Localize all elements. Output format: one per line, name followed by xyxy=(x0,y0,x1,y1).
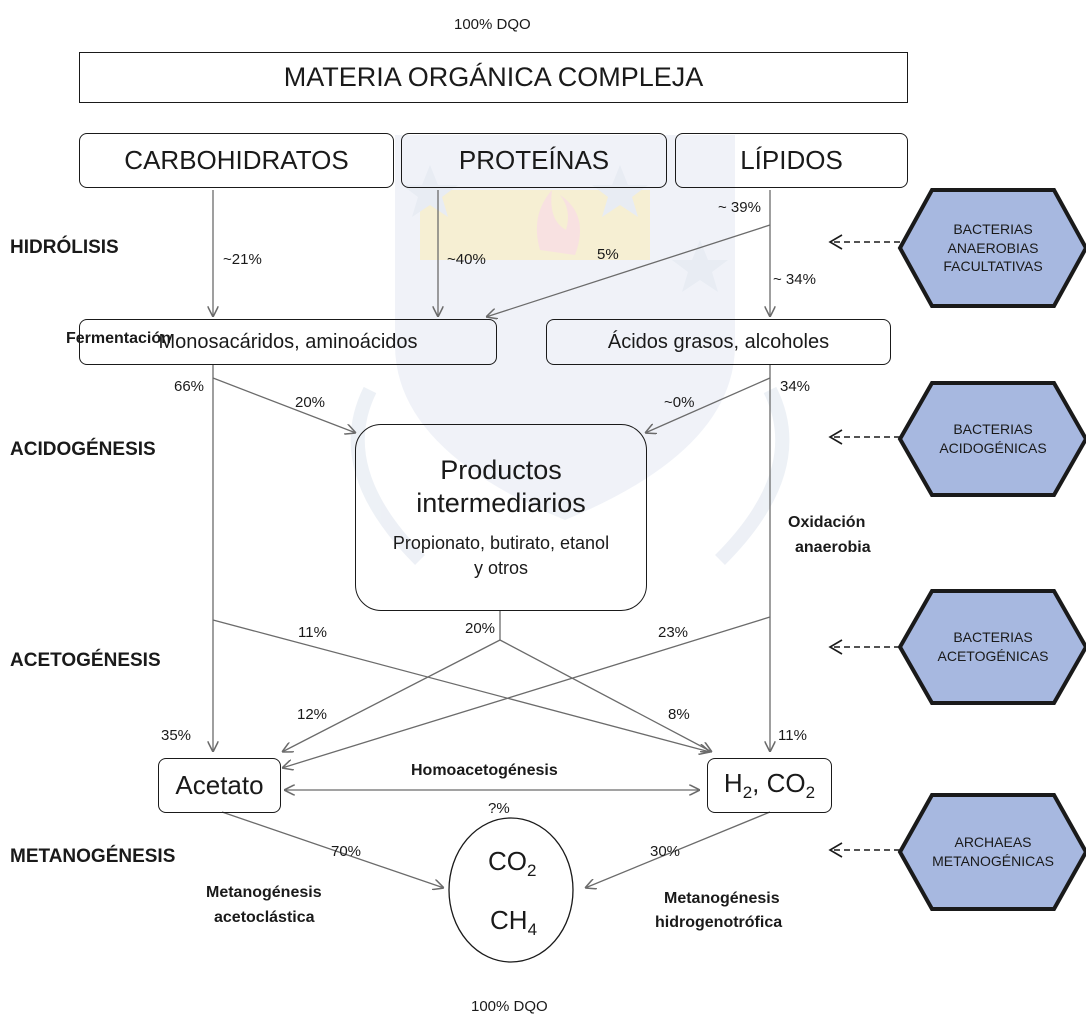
biogas-ch4-subscript: 4 xyxy=(527,920,538,940)
arrow-acet-meth xyxy=(221,811,444,888)
fermentacion-label: Fermentación xyxy=(66,330,171,347)
monosacaridos-box: Monosacáridos, aminoácidos xyxy=(79,319,497,365)
materia-organica-label: MATERIA ORGÁNICA COMPLEJA xyxy=(283,62,704,92)
pct-mono-h2: 11% xyxy=(298,624,327,641)
biogas-ch4: CH4 xyxy=(490,905,537,940)
carbohidratos-box: CARBOHIDRATOS xyxy=(79,133,394,188)
organism-hidrolisis-line2: ANAEROBIAS xyxy=(947,239,1039,256)
stage-acidogenesis: ACIDOGÉNESIS xyxy=(10,439,156,460)
lipidos-box: LÍPIDOS xyxy=(675,133,908,188)
hidrogenotrofica-line1: Metanogénesis xyxy=(664,890,780,907)
h2-subscript: 2 xyxy=(742,783,753,803)
pct-acid-h2: 11% xyxy=(778,727,807,744)
stage-metanogenesis: METANOGÉNESIS xyxy=(10,846,176,867)
pct-mono-out: 66% xyxy=(174,378,205,395)
pct-prod-acetato: 12% xyxy=(297,706,328,723)
pct-prod-out: 20% xyxy=(465,620,496,637)
organism-hidrolisis-line1: BACTERIAS xyxy=(953,220,1033,237)
top-dqo-label: 100% DQO xyxy=(454,16,531,33)
acetoclastica-line2: acetoclástica xyxy=(214,909,315,926)
arrow-prod-acetato xyxy=(282,639,501,752)
h2-symbol: H xyxy=(723,767,743,798)
proteinas-box: PROTEÍNAS xyxy=(401,133,667,188)
organism-acetogenesis: BACTERIAS ACETOGÉNICAS xyxy=(905,597,1081,697)
stage-acetogenesis: ACETOGÉNESIS xyxy=(10,650,161,671)
arrow-prod-h2 xyxy=(499,639,712,752)
h2-co2-box: H2, CO2 xyxy=(707,758,832,813)
oxidacion-line2: anaerobia xyxy=(795,539,871,556)
pct-lip-acid: ~ 34% xyxy=(773,271,816,288)
biogas-ch4-symbol: CH xyxy=(490,905,528,935)
organism-hidrolisis: BACTERIAS ANAEROBIAS FACULTATIVAS xyxy=(905,196,1081,300)
pct-lip-mono: 5% xyxy=(597,246,619,263)
pct-acid-prod: ~0% xyxy=(664,394,695,411)
organism-acidogenesis-line2: ACIDOGÉNICAS xyxy=(939,440,1047,456)
hexagon-hidrolisis xyxy=(897,188,1086,308)
co2-subscript: 2 xyxy=(805,783,816,803)
hidrogenotrofica-line2: hidrogenotrófica xyxy=(655,914,783,931)
co2-symbol: , CO xyxy=(752,767,806,798)
stage-hidrolisis: HIDRÓLISIS xyxy=(10,237,119,258)
biogas-co2-subscript: 2 xyxy=(527,861,537,881)
hexagon-acetogenesis xyxy=(897,589,1086,705)
pct-mono-acetato: 35% xyxy=(161,727,192,744)
biogas-circle xyxy=(448,817,574,963)
arrow-mono-h2 xyxy=(212,619,710,752)
acidos-grasos-box: Ácidos grasos, alcoholes xyxy=(546,319,891,365)
bottom-dqo-label: 100% DQO xyxy=(471,998,548,1015)
acidos-grasos-label: Ácidos grasos, alcoholes xyxy=(607,330,830,353)
organism-acidogenesis: BACTERIAS ACIDOGÉNICAS xyxy=(905,389,1081,489)
oxidacion-line1: Oxidación xyxy=(788,514,866,531)
arrow-h2-meth xyxy=(585,811,771,888)
lipidos-label: LÍPIDOS xyxy=(740,145,843,175)
pct-acid-acetato: 23% xyxy=(658,624,689,641)
hexagon-acidogenesis xyxy=(897,381,1086,497)
pct-acid-out: 34% xyxy=(780,378,811,395)
arrow-acid-prod xyxy=(645,377,771,433)
pct-h2-meth: 30% xyxy=(650,843,681,860)
acetato-label: Acetato xyxy=(175,770,264,800)
productos-sub-line2: y otros xyxy=(473,558,529,579)
h2-co2-label: H2, CO2 xyxy=(724,768,815,803)
hexagon-metanogenesis xyxy=(897,793,1086,911)
arrow-lip-mono xyxy=(486,224,771,317)
organism-acetogenesis-line2: ACETOGÉNICAS xyxy=(937,648,1049,664)
biogas-co2-symbol: CO xyxy=(488,846,527,876)
organism-acidogenesis-line1: BACTERIAS xyxy=(953,421,1033,438)
productos-intermediarios-box: Productos intermediarios Propionato, but… xyxy=(355,424,647,611)
pct-mono-prod: 20% xyxy=(295,394,326,411)
organism-metanogenesis-line1: ARCHAEAS xyxy=(954,834,1032,851)
acetato-box: Acetato xyxy=(158,758,281,813)
proteinas-label: PROTEÍNAS xyxy=(458,145,610,175)
pct-prod-h2: 8% xyxy=(668,706,690,723)
homoacetogenesis-pct: ?% xyxy=(488,800,510,817)
pct-carb-mono: ~21% xyxy=(223,251,262,268)
pct-lip-split: ~ 39% xyxy=(718,199,761,216)
homoacetogenesis-label: Homoacetogénesis xyxy=(411,762,558,779)
organism-acetogenesis-line1: BACTERIAS xyxy=(953,629,1033,646)
biogas-co2: CO2 xyxy=(488,846,536,881)
productos-sub-line1: Propionato, butirato, etanol xyxy=(392,533,610,554)
pct-acet-meth: 70% xyxy=(331,843,362,860)
monosacaridos-label: Monosacáridos, aminoácidos xyxy=(158,330,418,353)
productos-title-line1: Productos xyxy=(440,454,562,485)
acetoclastica-line1: Metanogénesis xyxy=(206,884,322,901)
arrow-acid-acetato xyxy=(282,616,771,768)
arrow-mono-prod xyxy=(212,377,356,433)
pct-prot-mono: ~40% xyxy=(447,251,486,268)
carbohidratos-label: CARBOHIDRATOS xyxy=(124,145,349,175)
productos-title-line2: intermediarios xyxy=(416,488,586,519)
materia-organica-box: MATERIA ORGÁNICA COMPLEJA xyxy=(79,52,908,103)
organism-metanogenesis: ARCHAEAS METANOGÉNICAS xyxy=(905,801,1081,903)
organism-hidrolisis-line3: FACULTATIVAS xyxy=(943,258,1043,275)
organism-metanogenesis-line2: METANOGÉNICAS xyxy=(932,853,1054,869)
